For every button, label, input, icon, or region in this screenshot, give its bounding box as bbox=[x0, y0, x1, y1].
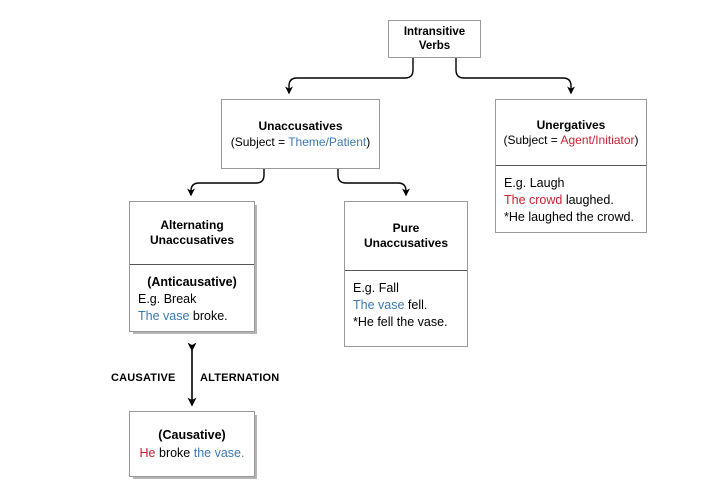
alternating-example-label: E.g. Break bbox=[138, 292, 197, 306]
node-alternating-line1: Alternating bbox=[160, 218, 224, 232]
pure-example-sentence: The vase fell. bbox=[353, 297, 467, 314]
edge-root-to-unergatives bbox=[455, 58, 575, 95]
unergatives-subject-suffix: ) bbox=[634, 132, 639, 147]
node-unergatives-heading: Unergatives (Subject = Agent/Initiator) bbox=[496, 100, 646, 165]
node-intransitive-verbs-heading: Intransitive Verbs bbox=[404, 25, 465, 53]
alternating-example-sentence: The vase broke. bbox=[138, 308, 254, 325]
unergatives-example-np: The crowd bbox=[504, 193, 563, 207]
node-alternating-examples: (Anticausative) E.g. Break The vase brok… bbox=[130, 264, 254, 331]
node-unergatives: Unergatives (Subject = Agent/Initiator) … bbox=[495, 99, 647, 233]
causative-caption: (Causative) bbox=[158, 428, 226, 442]
edge-root-to-unaccusatives bbox=[285, 58, 414, 95]
unergatives-subject-prefix: (Subject = bbox=[503, 132, 561, 147]
node-causative: (Causative) He broke the vase. bbox=[129, 411, 255, 477]
node-unaccusatives: Unaccusatives (Subject = Theme/Patient) bbox=[221, 99, 380, 169]
edge-unaccusatives-to-pure bbox=[337, 169, 410, 197]
causative-object: the vase. bbox=[193, 446, 245, 460]
node-unaccusatives-subject-line: (Subject = Theme/Patient) bbox=[231, 135, 371, 149]
unergatives-example-rest: laughed. bbox=[562, 193, 614, 207]
unaccusatives-subject-role: Theme/Patient bbox=[288, 135, 367, 149]
node-unergatives-examples: E.g. Laugh The crowd laughed. *He laughe… bbox=[496, 165, 646, 232]
alternating-example-np: The vase bbox=[138, 309, 190, 323]
node-intransitive-verbs-line2: Verbs bbox=[418, 40, 451, 52]
node-unergatives-title: Unergatives bbox=[536, 117, 606, 132]
node-pure-examples: E.g. Fall The vase fell. *He fell the va… bbox=[345, 270, 467, 346]
node-pure-line2: Unaccusatives bbox=[363, 236, 449, 250]
node-alternating-line2: Unaccusatives bbox=[149, 233, 235, 247]
alternating-body-caption: (Anticausative) bbox=[147, 275, 237, 289]
node-causative-content: (Causative) He broke the vase. bbox=[140, 426, 245, 462]
unergatives-example-label: E.g. Laugh bbox=[504, 176, 565, 190]
node-unaccusatives-heading: Unaccusatives (Subject = Theme/Patient) bbox=[231, 118, 371, 150]
pure-example-np: The vase bbox=[353, 298, 405, 312]
unergatives-example-good: The crowd laughed. bbox=[504, 192, 646, 209]
unaccusatives-subject-prefix: (Subject = bbox=[230, 135, 289, 149]
node-alternating-unaccusatives: Alternating Unaccusatives (Anticausative… bbox=[129, 201, 255, 332]
node-pure-unaccusatives: Pure Unaccusatives E.g. Fall The vase fe… bbox=[344, 201, 468, 347]
unergatives-subject-role: Agent/Initiator bbox=[560, 132, 635, 147]
causative-subject: He bbox=[139, 446, 156, 460]
pure-example-bad: *He fell the vase. bbox=[353, 315, 448, 329]
node-unaccusatives-title: Unaccusatives bbox=[258, 119, 343, 133]
node-pure-line1: Pure bbox=[392, 221, 420, 235]
causative-sentence: He broke the vase. bbox=[140, 444, 245, 462]
node-unergatives-subject-line: (Subject = Agent/Initiator) bbox=[503, 133, 638, 148]
node-alternating-heading: Alternating Unaccusatives bbox=[130, 202, 254, 264]
label-causative: CAUSATIVE bbox=[111, 372, 176, 384]
unergatives-example-bad: *He laughed the crowd. bbox=[504, 210, 634, 224]
unaccusatives-subject-suffix: ) bbox=[366, 135, 371, 149]
node-pure-heading: Pure Unaccusatives bbox=[345, 202, 467, 270]
edge-unaccusatives-to-alternating bbox=[187, 169, 265, 197]
pure-example-rest: fell. bbox=[404, 298, 428, 312]
causative-verb: broke bbox=[155, 446, 194, 460]
label-alternation: ALTERNATION bbox=[200, 372, 280, 384]
node-intransitive-verbs: Intransitive Verbs bbox=[388, 20, 481, 58]
node-intransitive-verbs-line1: Intransitive bbox=[403, 26, 466, 38]
pure-example-label: E.g. Fall bbox=[353, 281, 399, 295]
alternating-example-rest: broke. bbox=[189, 309, 228, 323]
